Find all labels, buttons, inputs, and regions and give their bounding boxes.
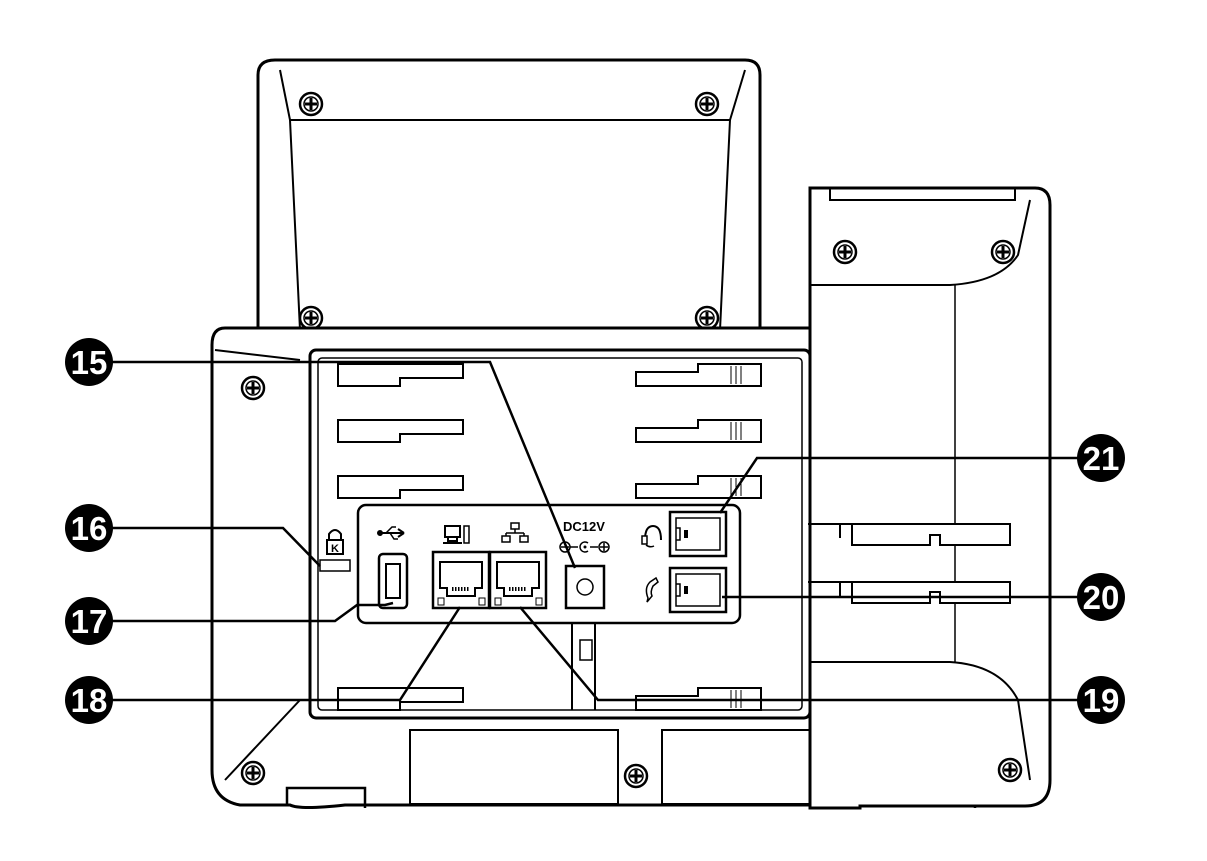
leader-lines	[112, 360, 1078, 702]
handset-icon	[645, 576, 659, 603]
callout-20: 20	[1077, 573, 1125, 621]
callout-number: 19	[1083, 682, 1120, 719]
screw-icon	[623, 763, 649, 789]
callout-18: 18	[65, 676, 113, 724]
callout-21: 21	[1077, 434, 1125, 482]
leader-line-17	[112, 601, 394, 623]
svg-text:K: K	[331, 543, 339, 555]
callout-19: 19	[1077, 676, 1125, 724]
handset-cradle	[808, 186, 1052, 810]
usb-icon	[377, 526, 405, 540]
leader-line-18	[112, 606, 462, 702]
screw-icon	[990, 239, 1016, 265]
headset-port	[641, 510, 728, 558]
usb-port	[377, 526, 409, 610]
security-slot: K	[319, 529, 351, 572]
dc-label: DC12V	[563, 519, 605, 534]
screw-icon	[240, 760, 266, 786]
leader-line-19	[519, 606, 1078, 702]
leader-line-16	[112, 526, 321, 567]
callout-17: 17	[65, 597, 113, 645]
callout-number: 15	[71, 344, 108, 381]
callout-number: 20	[1083, 579, 1120, 616]
leader-line-21	[718, 456, 1078, 514]
callout-number: 17	[71, 603, 108, 640]
leader-line-15	[112, 360, 577, 569]
screw-icon	[997, 757, 1023, 783]
network-icon	[501, 522, 529, 543]
handset-port	[645, 566, 728, 614]
lock-icon: K	[326, 529, 344, 555]
pc-icon	[443, 525, 470, 544]
screw-icon	[298, 91, 324, 117]
screw-icon	[832, 239, 858, 265]
callout-number: 16	[71, 510, 108, 547]
pc-port	[431, 525, 491, 610]
internet-port	[488, 522, 548, 610]
callout-15: 15	[65, 338, 113, 386]
headset-icon	[641, 524, 662, 548]
callout-16: 16	[65, 504, 113, 552]
screw-icon	[240, 375, 266, 401]
screw-icon	[298, 305, 324, 331]
screw-icon	[694, 91, 720, 117]
stand-upper	[256, 58, 762, 337]
callout-number: 18	[71, 682, 108, 719]
screw-icon	[694, 305, 720, 331]
callout-number: 21	[1083, 440, 1120, 477]
